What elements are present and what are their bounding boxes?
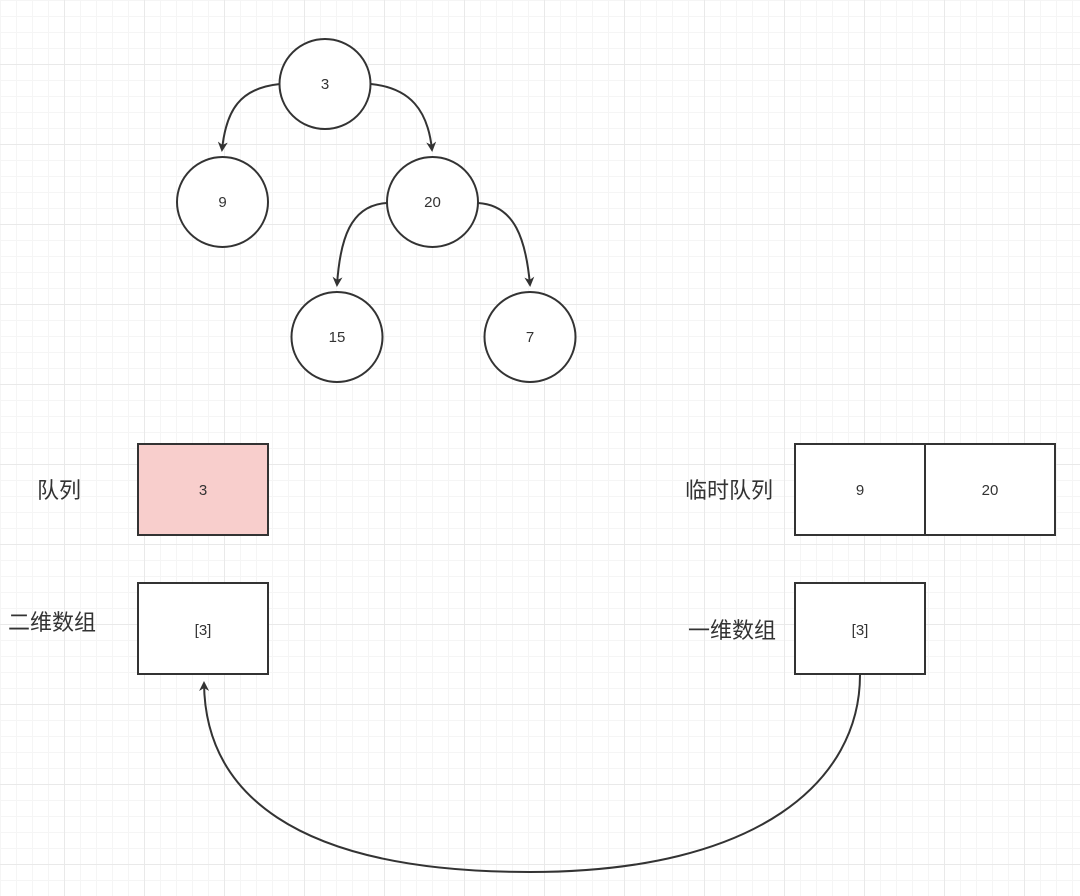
tree-node-9: 9 [176,156,269,248]
tree-node-3-label: 3 [321,76,329,93]
tree-node-7: 7 [483,291,577,383]
tree-node-15: 15 [290,291,384,383]
temp-queue-label: 临时队列 [685,479,773,504]
tree-node-20: 20 [386,156,479,248]
tree-edge-20-to-15 [332,202,388,287]
queue-label: 队列 [37,479,81,504]
tree-node-3: 3 [278,38,372,130]
result-1d-label: 一维数组 [688,619,776,644]
temp-queue-cell-1-value: 9 [856,482,864,499]
temp-queue-cell-2: 20 [924,443,1056,536]
temp-queue-cell-2-value: 20 [982,482,999,499]
queue-cell-value: 3 [199,482,207,499]
tree-node-20-label: 20 [424,194,441,211]
tree-node-7-label: 7 [526,329,534,346]
result-1d-cell: [3] [794,582,926,675]
tree-node-9-label: 9 [218,194,226,211]
result-2d-label: 二维数组 [8,611,96,636]
result-2d-cell-value: [3] [195,622,212,639]
temp-queue-cell-1: 9 [794,443,926,536]
push-to-2d-arrow [199,674,861,874]
tree-edge-3-to-9 [217,83,281,152]
queue-cell: 3 [137,443,269,536]
tree-edge-20-to-7 [477,202,535,287]
tree-node-15-label: 15 [329,329,346,346]
result-2d-cell: [3] [137,582,269,675]
result-1d-cell-value: [3] [852,622,869,639]
tree-edge-3-to-20 [370,83,437,152]
